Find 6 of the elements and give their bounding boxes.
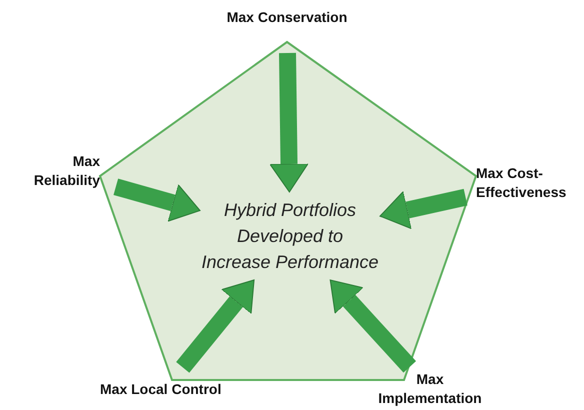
center-text: Hybrid Portfolios Developed to Increase Performance bbox=[200, 198, 380, 274]
vertex-label: Max Conservation bbox=[226, 8, 348, 26]
vertex-label: Max Reliability bbox=[32, 152, 100, 190]
vertex-label: Max Implementation bbox=[377, 370, 483, 408]
vertex-label: Max Cost-Effectiveness bbox=[476, 164, 568, 202]
vertex-label: Max Local Control bbox=[100, 380, 222, 398]
